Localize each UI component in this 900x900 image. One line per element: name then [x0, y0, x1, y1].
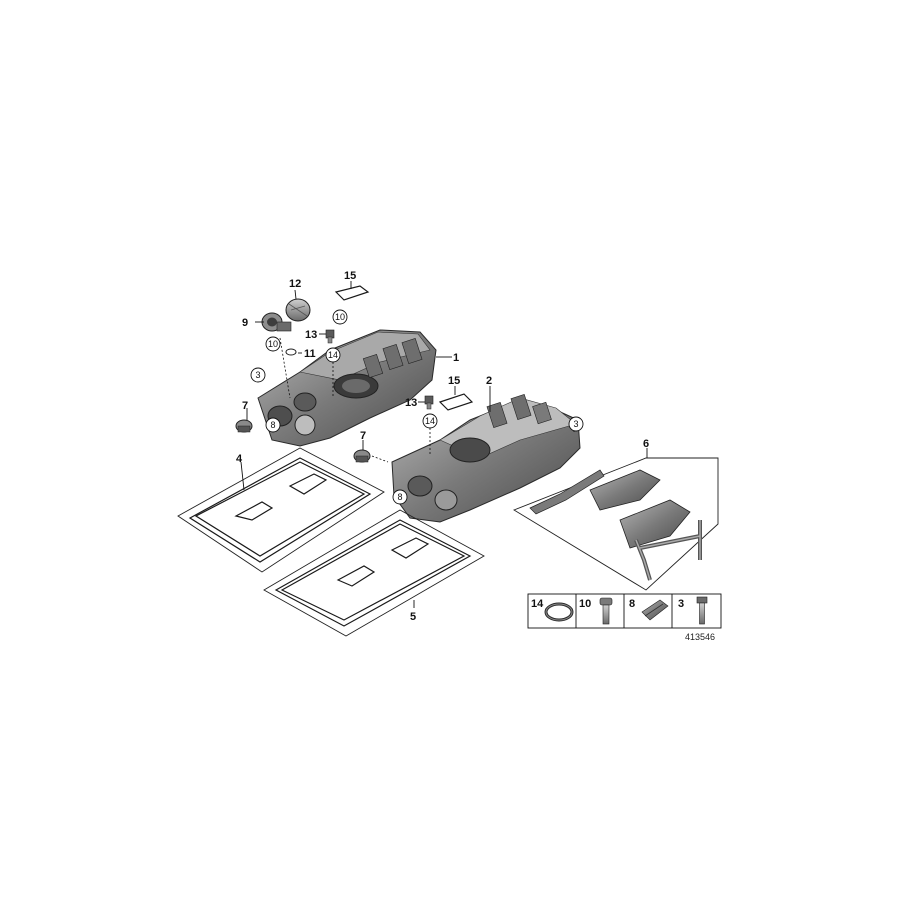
sensor-13-left [325, 329, 335, 344]
parts-legend: 14 10 8 3 [527, 593, 722, 629]
screw-icon [696, 596, 708, 625]
callout-13b: 13 [405, 397, 417, 409]
reference-number: 413546 [685, 632, 715, 642]
callout-14a: 14 [325, 347, 341, 363]
callout-8b: 8 [392, 489, 408, 505]
svg-text:8: 8 [398, 492, 403, 502]
legend-cell-14: 14 [531, 598, 574, 622]
crankcase-ventilation-assembly [512, 457, 719, 591]
oil-filler-cap [285, 298, 311, 322]
callout-1: 1 [453, 352, 459, 364]
camshaft-sensor-7-right [353, 449, 371, 463]
cylinder-head-cover-right [391, 393, 581, 523]
callout-8a: 8 [265, 417, 281, 433]
callout-14b: 14 [422, 413, 438, 429]
svg-text:14: 14 [328, 350, 338, 360]
svg-text:10: 10 [268, 339, 278, 349]
gasket-set-5 [263, 509, 485, 637]
o-ring-icon [544, 602, 574, 622]
legend-cell-3: 3 [678, 596, 708, 625]
gasket-15-left [334, 285, 370, 301]
gasket-set-4 [177, 447, 385, 573]
svg-text:10: 10 [579, 598, 591, 610]
callout-6: 6 [643, 438, 649, 450]
callouts: 1 2 4 5 6 7 7 9 11 12 13 13 15 15 [236, 270, 649, 623]
callout-10b: 10 [332, 309, 348, 325]
bolt-icon [599, 597, 613, 625]
callout-2: 2 [486, 375, 492, 387]
svg-text:3: 3 [678, 598, 684, 610]
svg-text:3: 3 [256, 370, 261, 380]
legend-cell-10: 10 [579, 597, 613, 625]
svg-text:8: 8 [271, 420, 276, 430]
pressure-control-valve [261, 312, 292, 332]
callout-15b: 15 [448, 375, 460, 387]
callout-10a: 10 [265, 336, 281, 352]
clip-icon [641, 599, 669, 621]
leader-lines [240, 281, 648, 608]
callout-5: 5 [410, 611, 416, 623]
callout-3a: 3 [250, 367, 266, 383]
callout-11: 11 [304, 348, 316, 360]
circled-callouts: 3 3 8 8 10 10 14 14 [250, 309, 584, 505]
callout-3b: 3 [568, 416, 584, 432]
legend-cell-8: 8 [629, 598, 669, 621]
callout-9: 9 [242, 317, 248, 329]
svg-text:14: 14 [425, 416, 435, 426]
callout-7a: 7 [242, 400, 248, 412]
svg-text:8: 8 [629, 598, 635, 610]
callout-7b: 7 [360, 430, 366, 442]
camshaft-sensor-7-left [235, 419, 253, 433]
svg-text:10: 10 [335, 312, 345, 322]
sensor-13-right [424, 395, 434, 410]
cylinder-head-cover-left [257, 329, 437, 447]
callout-4: 4 [236, 453, 243, 465]
oring-11 [285, 348, 297, 356]
callout-12: 12 [289, 278, 301, 290]
callout-15a: 15 [344, 270, 356, 282]
callout-13a: 13 [305, 329, 317, 341]
svg-text:3: 3 [574, 419, 579, 429]
gasket-15-right [438, 393, 474, 411]
svg-text:14: 14 [531, 598, 544, 610]
